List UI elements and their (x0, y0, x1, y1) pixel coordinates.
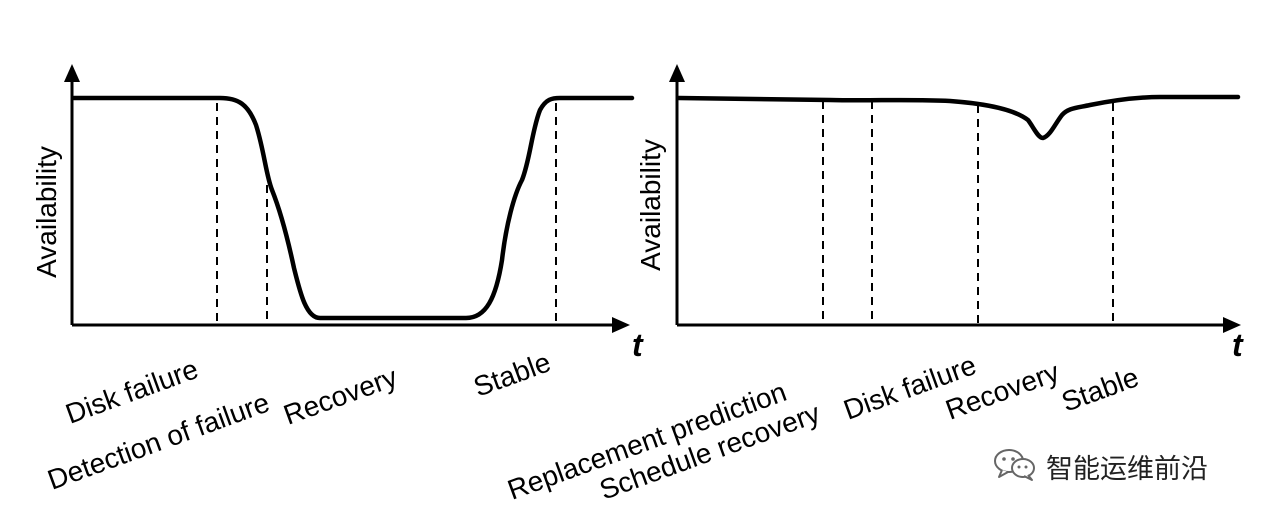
right-y-axis-arrowhead (669, 64, 685, 82)
right-y-axis-label: Availability (635, 139, 666, 271)
right-x-axis-arrowhead (1223, 317, 1241, 333)
left-y-axis-label: Availability (31, 146, 62, 278)
right-panel: t Availability Replacement prediction Sc… (503, 64, 1244, 506)
left-label-stable: Stable (469, 346, 554, 402)
right-label-stable: Stable (1057, 361, 1142, 417)
left-x-axis-arrowhead (612, 317, 630, 333)
right-x-axis-label: t (1232, 327, 1244, 363)
left-panel: t Availability Disk failure Detection of… (31, 64, 644, 496)
left-y-axis-arrowhead (64, 64, 80, 82)
left-availability-curve (71, 95, 635, 321)
left-label-recovery: Recovery (279, 361, 401, 431)
wechat-logo-icon (992, 446, 1038, 487)
left-x-axis-label: t (632, 327, 644, 363)
watermark: 智能运维前沿 (992, 446, 1208, 487)
watermark-text: 智能运维前沿 (1046, 454, 1208, 485)
right-availability-curve (676, 94, 1241, 141)
